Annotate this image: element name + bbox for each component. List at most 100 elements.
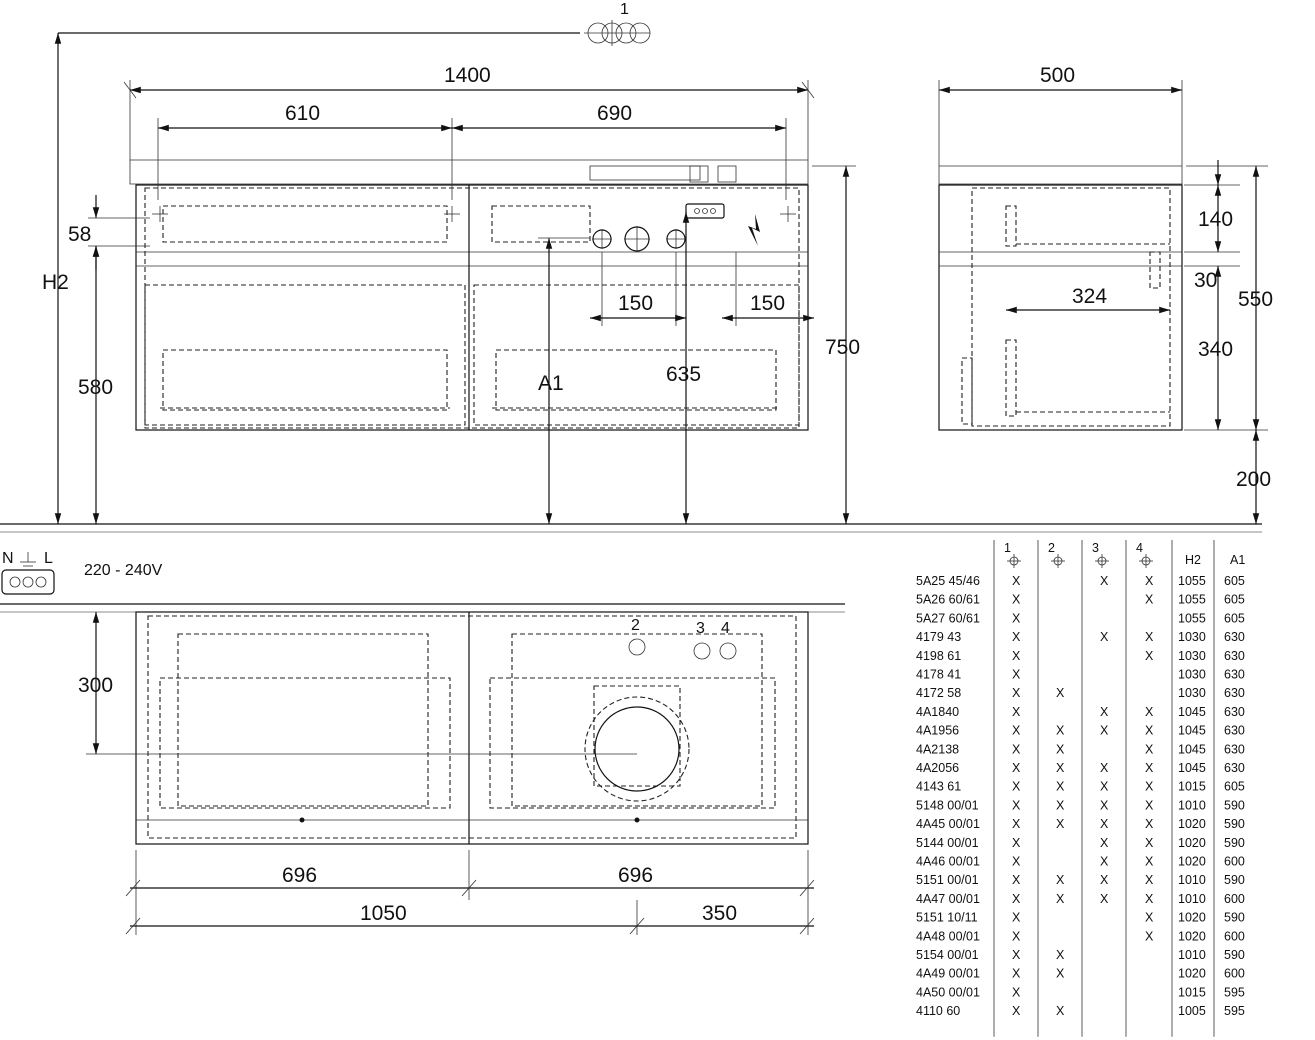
table-cell-h2: 1015 (1178, 780, 1206, 794)
table-cell-h2: 1055 (1178, 611, 1206, 625)
table-row-model: 4A49 00/01 (916, 967, 980, 981)
dim-floor-to-bottom: 580 (78, 376, 113, 399)
table-cell-h2: 1015 (1178, 985, 1206, 999)
label-neutral: N (2, 550, 14, 567)
table-cell-a1: 595 (1224, 1004, 1245, 1018)
table-cell-mark: X (1145, 892, 1154, 906)
table-cell-h2: 1010 (1178, 948, 1206, 962)
table-row-model: 4178 41 (916, 668, 961, 682)
dim-total-height: 750 (825, 336, 860, 359)
dim-side-height: 550 (1238, 288, 1273, 311)
table-row-model: 5151 00/01 (916, 873, 979, 887)
table-row-model: 4A2138 (916, 742, 959, 756)
table-cell-mark: X (1100, 836, 1109, 850)
label-tap-2: 2 (631, 617, 640, 634)
front-view (129, 159, 809, 431)
table-row-model: 5A26 60/61 (916, 593, 980, 607)
table-cell-mark: X (1056, 817, 1065, 831)
table-cell-mark: X (1012, 668, 1021, 682)
table-cell-mark: X (1100, 855, 1109, 869)
table-cell-a1: 630 (1224, 742, 1245, 756)
table-cell-mark: X (1056, 1004, 1065, 1018)
table-row-model: 4A48 00/01 (916, 929, 980, 943)
table-cell-a1: 600 (1224, 855, 1245, 869)
table-row-model: 4A47 00/01 (916, 892, 980, 906)
table-cell-mark: X (1012, 761, 1021, 775)
table-cell-mark: X (1012, 686, 1021, 700)
table-cell-mark: X (1145, 724, 1154, 738)
tap-marker-icon (584, 20, 651, 46)
table-cell-mark: X (1056, 761, 1065, 775)
table-cell-h2: 1010 (1178, 892, 1206, 906)
table-cell-mark: X (1012, 705, 1021, 719)
table-cell-mark: X (1145, 798, 1154, 812)
table-row-model: 5A27 60/61 (916, 611, 980, 625)
table-cell-h2: 1055 (1178, 593, 1206, 607)
table-header-4: 4 (1136, 541, 1143, 555)
table-cell-mark: X (1100, 892, 1109, 906)
table-cell-mark: X (1145, 761, 1154, 775)
table-cell-mark: X (1012, 611, 1021, 625)
dim-pipe-height: 635 (666, 363, 701, 386)
table-cell-mark: X (1012, 836, 1021, 850)
table-cell-h2: 1030 (1178, 668, 1206, 682)
table-row-model: 5148 00/01 (916, 798, 979, 812)
table-cell-mark: X (1100, 780, 1109, 794)
table-cell-mark: X (1100, 817, 1109, 831)
table-cell-a1: 590 (1224, 873, 1245, 887)
table-row-model: 4A2056 (916, 761, 959, 775)
table-cell-mark: X (1145, 649, 1154, 663)
table-cell-mark: X (1012, 649, 1021, 663)
table-cell-mark: X (1145, 873, 1154, 887)
table-cell-a1: 590 (1224, 911, 1245, 925)
table-cell-mark: X (1056, 724, 1065, 738)
table-cell-mark: X (1012, 742, 1021, 756)
table-cell-mark: X (1100, 630, 1109, 644)
table-cell-mark: X (1012, 855, 1021, 869)
table-cell-mark: X (1145, 742, 1154, 756)
table-cell-h2: 1005 (1178, 1004, 1206, 1018)
table-cell-mark: X (1056, 798, 1065, 812)
dim-right-width: 690 (597, 102, 632, 125)
table-cell-h2: 1030 (1178, 649, 1206, 663)
table-row-model: 4A50 00/01 (916, 985, 980, 999)
table-cell-h2: 1020 (1178, 855, 1206, 869)
table-cell-mark: X (1145, 593, 1154, 607)
table-cell-h2: 1020 (1178, 967, 1206, 981)
table-cell-a1: 590 (1224, 836, 1245, 850)
table-cell-h2: 1020 (1178, 817, 1206, 831)
label-tap-3: 3 (696, 620, 705, 637)
table-cell-h2: 1010 (1178, 798, 1206, 812)
table-row-model: 5144 00/01 (916, 836, 979, 850)
table-cell-a1: 630 (1224, 761, 1245, 775)
table-cell-mark: X (1056, 686, 1065, 700)
electric-socket-icon (1, 552, 55, 595)
table-cell-a1: 590 (1224, 948, 1245, 962)
table-cell-a1: 605 (1224, 780, 1245, 794)
table-cell-mark: X (1100, 873, 1109, 887)
table-header-6: A1 (1230, 553, 1245, 567)
table-row-model: 4179 43 (916, 630, 961, 644)
table-cell-a1: 605 (1224, 611, 1245, 625)
label-voltage: 220 - 240V (84, 562, 163, 579)
table-cell-mark: X (1056, 967, 1065, 981)
dim-gap: 30 (1194, 269, 1217, 292)
table-row-model: 4172 58 (916, 686, 961, 700)
table-cell-mark: X (1012, 798, 1021, 812)
table-cell-mark: X (1012, 780, 1021, 794)
table-cell-mark: X (1145, 630, 1154, 644)
floor-line (0, 523, 1262, 533)
label-live: L (44, 550, 53, 567)
table-cell-mark: X (1012, 873, 1021, 887)
dim-plan-center: 1050 (360, 902, 407, 925)
table-cell-h2: 1020 (1178, 836, 1206, 850)
table-row-model: 4110 60 (916, 1004, 960, 1018)
dim-legs: 200 (1236, 468, 1271, 491)
table-cell-a1: 600 (1224, 892, 1245, 906)
table-cell-mark: X (1145, 911, 1154, 925)
table-cell-a1: 590 (1224, 817, 1245, 831)
table-cell-mark: X (1100, 761, 1109, 775)
dim-plan-depth: 300 (78, 674, 113, 697)
table-cell-h2: 1020 (1178, 911, 1206, 925)
